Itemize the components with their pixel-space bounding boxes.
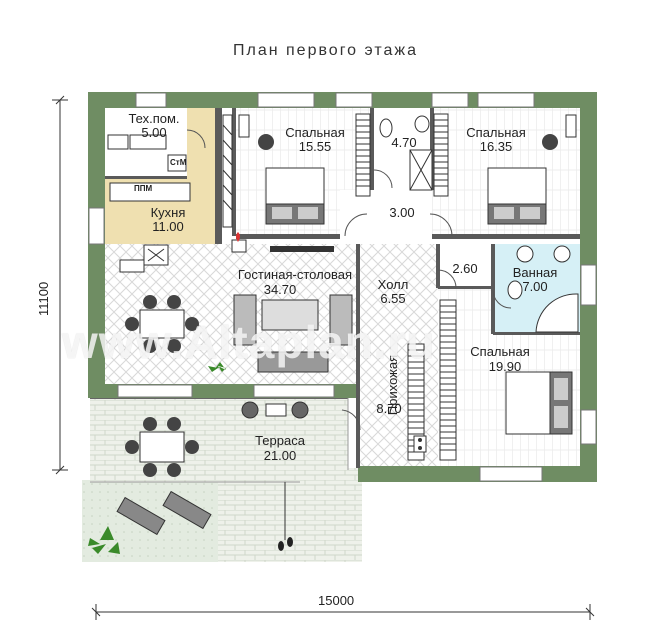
label-tech-name: Тех.пом.: [128, 111, 180, 126]
bed-bedroom3: [505, 371, 573, 435]
dimension-width: 15000: [318, 593, 355, 608]
label-bedroom1-area: 15.55: [298, 139, 332, 154]
fireplace: [231, 232, 247, 253]
label-corridor-area: 3.00: [389, 205, 415, 220]
label-living-name: Гостиная-столовая: [237, 267, 353, 282]
watermark: www.Altaplan.ru: [62, 316, 436, 368]
closet-floor: [438, 244, 493, 288]
label-terrace-area: 21.00: [263, 448, 297, 463]
sun-loungers: [116, 490, 212, 536]
bed-bedroom1: [265, 167, 325, 225]
dimension-lines: [52, 95, 595, 620]
interior-walls: [105, 108, 580, 468]
label-dishwasher: ППМ: [134, 184, 153, 193]
plants: [88, 362, 226, 554]
wardrobes: [222, 113, 457, 461]
kitchen-counter: [109, 182, 191, 273]
label-closet-area: 2.60: [452, 261, 478, 276]
label-bath-name: Ванная: [512, 265, 558, 280]
stove: [413, 435, 427, 453]
bed-bedroom2: [487, 167, 547, 225]
label-terrace-name: Терраса: [255, 433, 305, 448]
plan-title: План первого этажа: [233, 42, 418, 59]
label-living-area: 34.70: [263, 282, 297, 297]
dimension-height: 11100: [36, 281, 51, 316]
label-bedroom3-area: 19.90: [488, 359, 522, 374]
label-hallway-area: 8.70: [376, 401, 402, 416]
dining-table-living: [125, 295, 199, 353]
hall-floor: [358, 244, 438, 466]
label-hall-area: 6.55: [380, 291, 406, 306]
sanitary-fixtures: [379, 115, 579, 333]
label-bedroom1-name: Спальная: [285, 125, 345, 140]
label-washer: СтМ: [170, 158, 187, 167]
label-wc-area: 4.70: [391, 135, 417, 150]
label-kitchen-area: 11.00: [152, 219, 184, 234]
footprints-icon: [278, 537, 293, 551]
bedroom-chairs: [238, 114, 577, 150]
label-tech-area: 5.00: [141, 125, 167, 140]
label-kitchen-name: Кухня: [150, 205, 186, 220]
label-bedroom2-area: 16.35: [479, 139, 513, 154]
sofa-set: [233, 246, 353, 373]
label-hall-name: Холл: [377, 277, 409, 292]
label-bedroom2-name: Спальная: [466, 125, 526, 140]
corridor-floor: [340, 190, 432, 236]
dining-table-terrace: [125, 417, 199, 477]
terrace-armchairs: [241, 401, 309, 419]
label-bath-area: 7.00: [522, 279, 548, 294]
tech-room-equipment: [107, 134, 187, 172]
windows: [88, 92, 597, 482]
label-bedroom3-name: Спальная: [470, 344, 530, 359]
shower-stall: [409, 149, 433, 191]
